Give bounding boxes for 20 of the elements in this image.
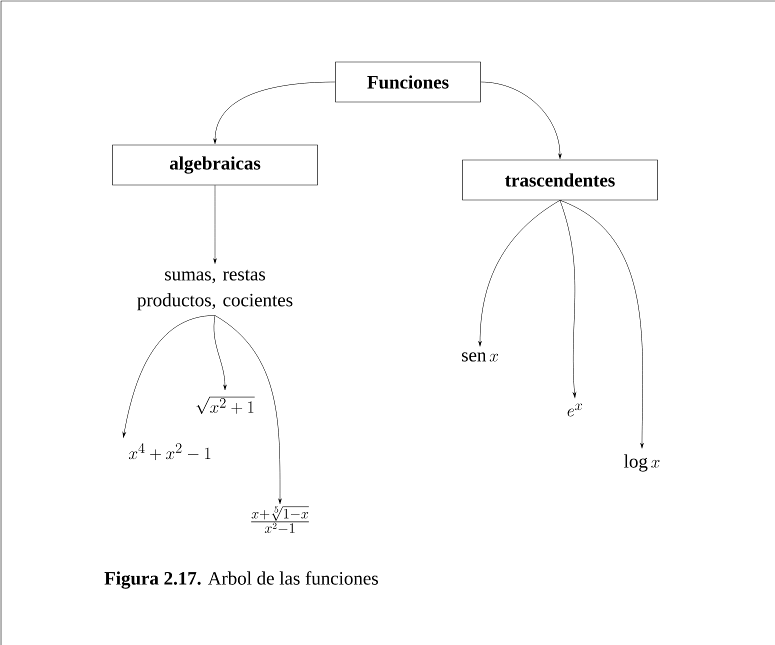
- function-formula: $\operatorname{sen} x$: [462, 352, 498, 362]
- arrow: [214, 315, 227, 390]
- arrow: [560, 200, 644, 449]
- arrow: [213, 82, 336, 144]
- figure-caption: Figura 2.17. Arbol de las funciones: [104, 571, 378, 589]
- function-formula: $\frac{x+\sqrt[5]{1-x}}{x^2-1}$: [251, 506, 309, 533]
- function-formula: $x^4+x^2-1$: [128, 443, 210, 460]
- arrow: [560, 200, 576, 398]
- arrow: [480, 82, 562, 160]
- arrow: [213, 185, 217, 264]
- function-formula: $\sqrt{x^2+1}$: [196, 396, 255, 414]
- arrow: [122, 315, 216, 438]
- category-box: trascendentes: [462, 160, 658, 200]
- function-formula: $\log x$: [624, 454, 660, 472]
- category-box: Funciones: [335, 62, 481, 102]
- arrow: [478, 200, 560, 347]
- function-formula: $e^x$: [568, 404, 582, 416]
- category-box: algebraicas: [112, 144, 318, 186]
- arrow: [214, 315, 282, 504]
- description-text: sumas, restas productos, cocientes: [137, 270, 292, 310]
